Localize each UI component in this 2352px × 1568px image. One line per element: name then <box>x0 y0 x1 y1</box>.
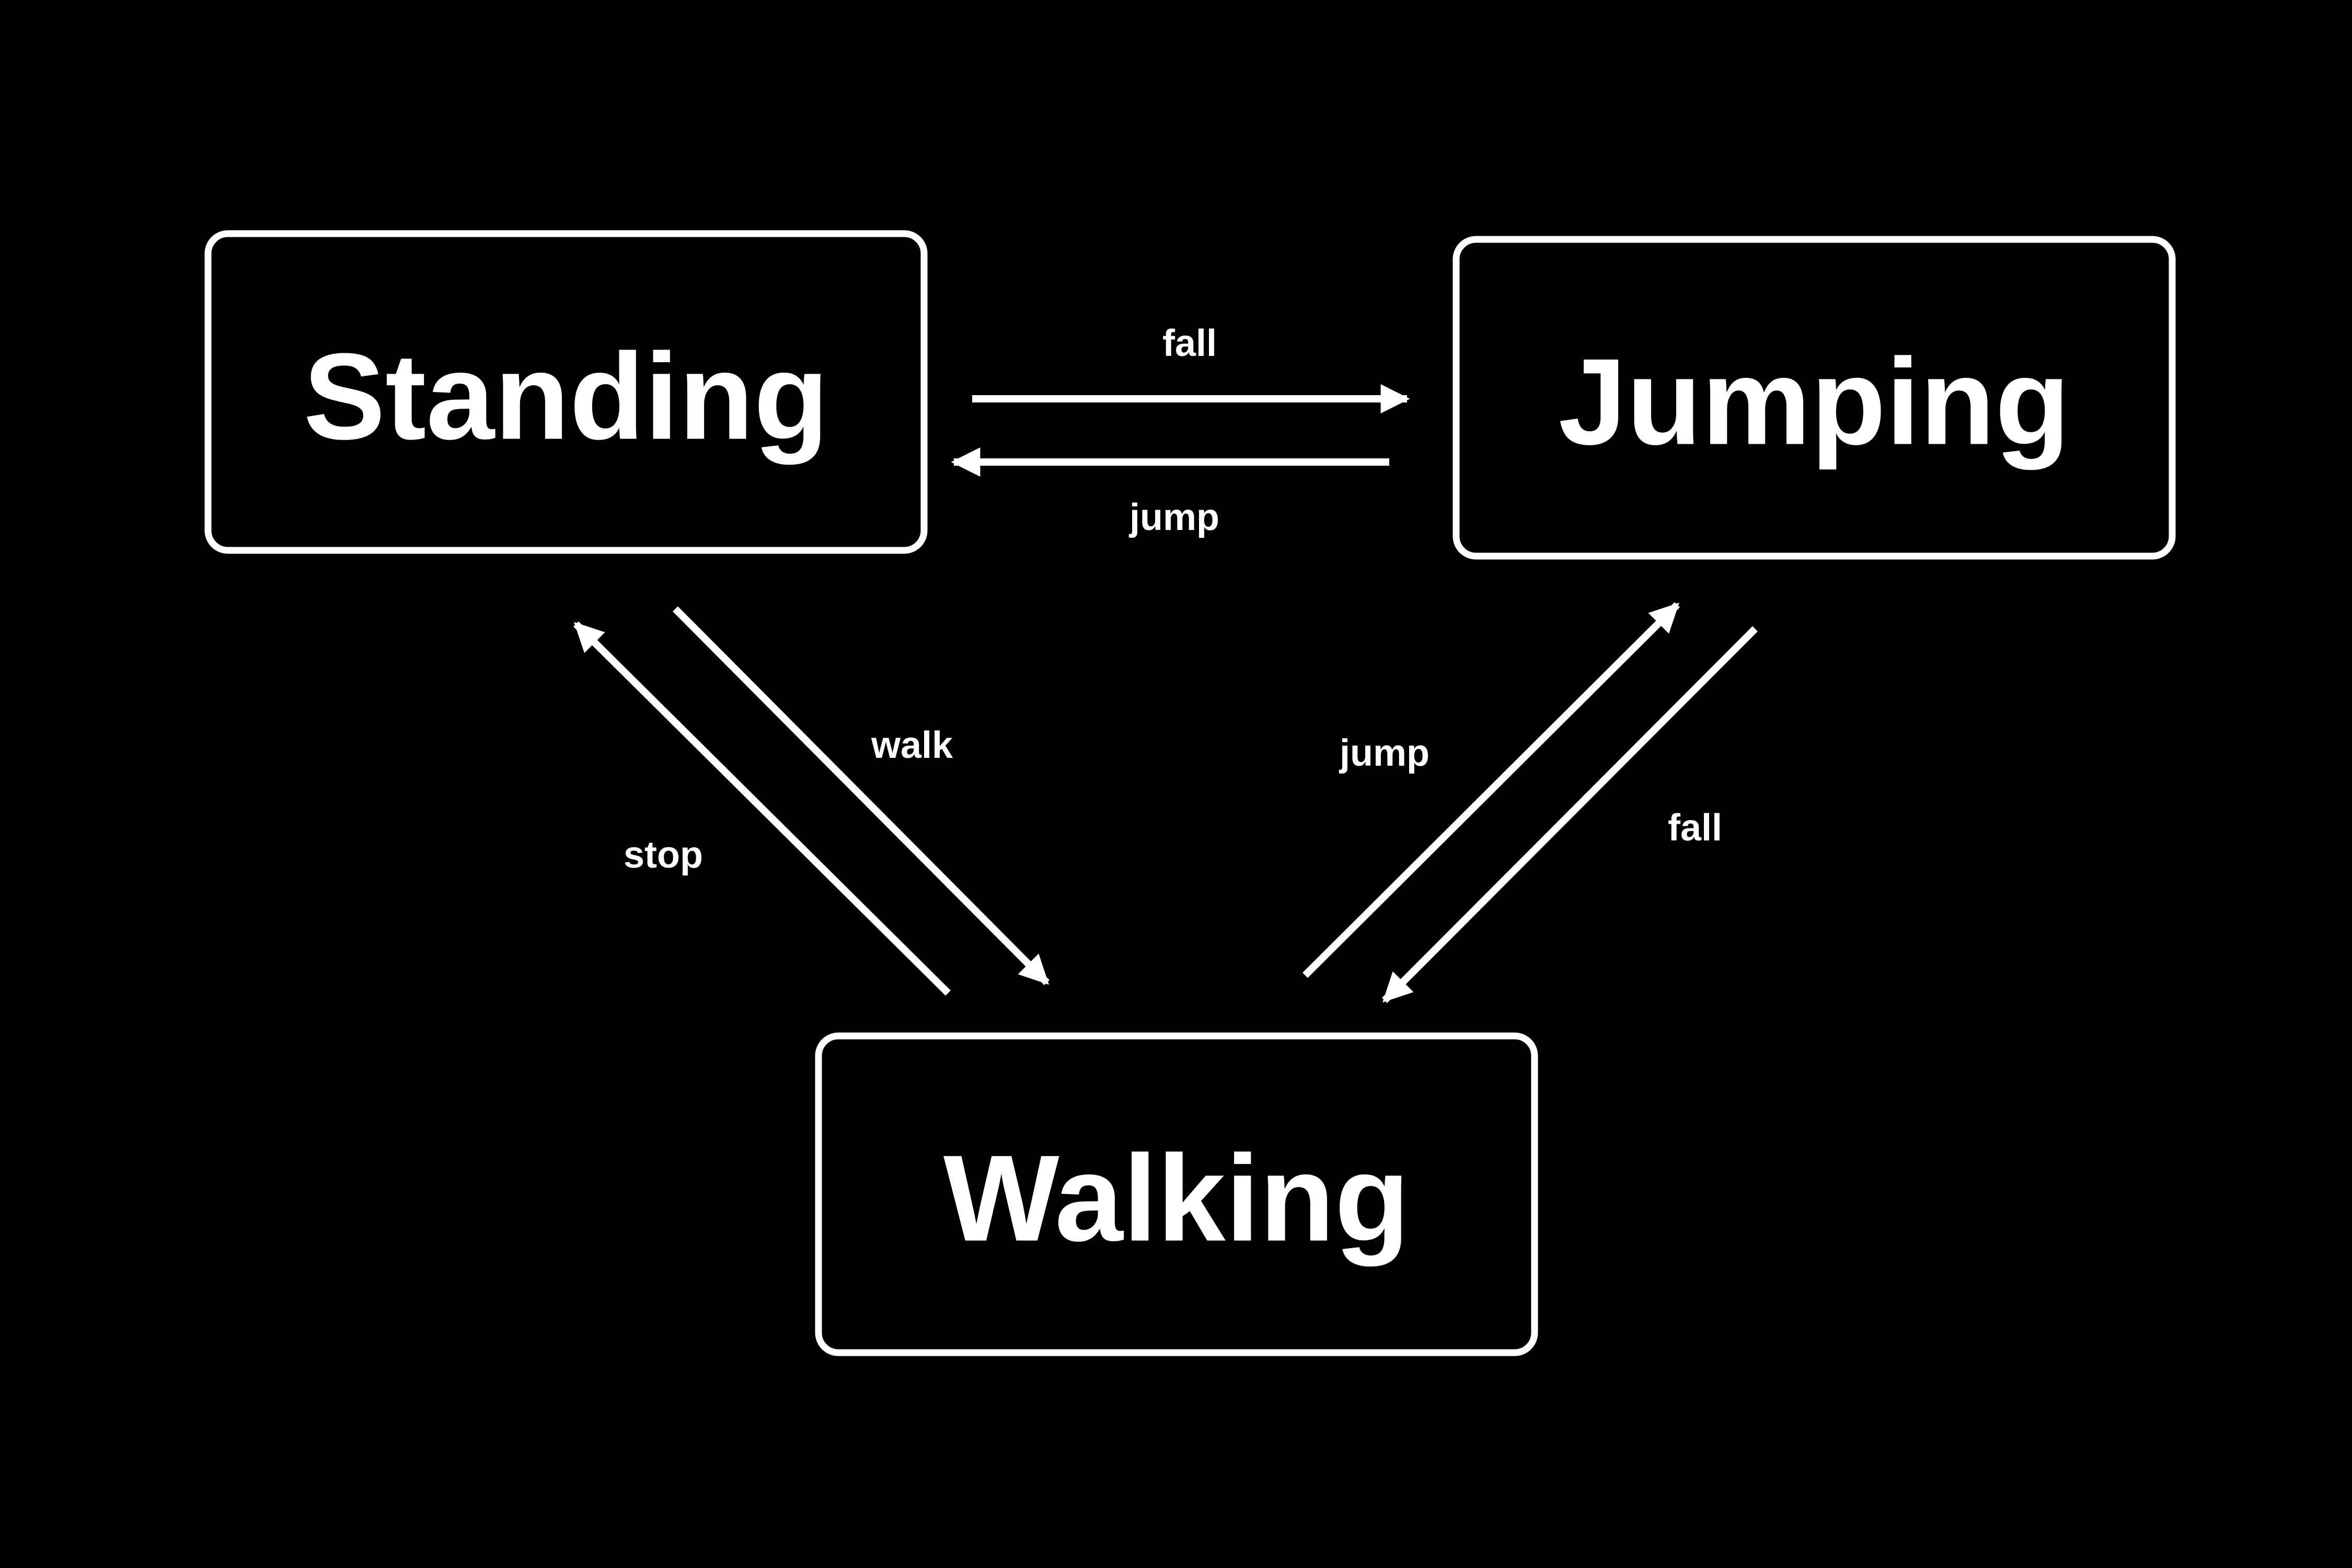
state-standing: Standing <box>204 230 928 554</box>
edge-label: walk <box>871 724 953 766</box>
edge-standing-to-walking <box>673 606 1050 985</box>
state-label: Jumping <box>1558 333 2070 470</box>
edge-label: fall <box>1162 322 1217 364</box>
edge-label: stop <box>624 834 703 876</box>
state-walking: Walking <box>815 1032 1538 1356</box>
edge-label: jump <box>1339 732 1429 774</box>
edge-label: jump <box>1128 497 1219 538</box>
edge-label: fall <box>1668 807 1722 849</box>
state-label: Walking <box>943 1129 1410 1267</box>
edge-walking-to-standing <box>573 621 951 996</box>
edge-jumping-to-walking <box>1382 626 1758 1003</box>
state-jumping: Jumping <box>1452 236 2176 560</box>
edge-walking-to-jumping <box>1302 602 1680 978</box>
state-label: Standing <box>303 328 828 465</box>
